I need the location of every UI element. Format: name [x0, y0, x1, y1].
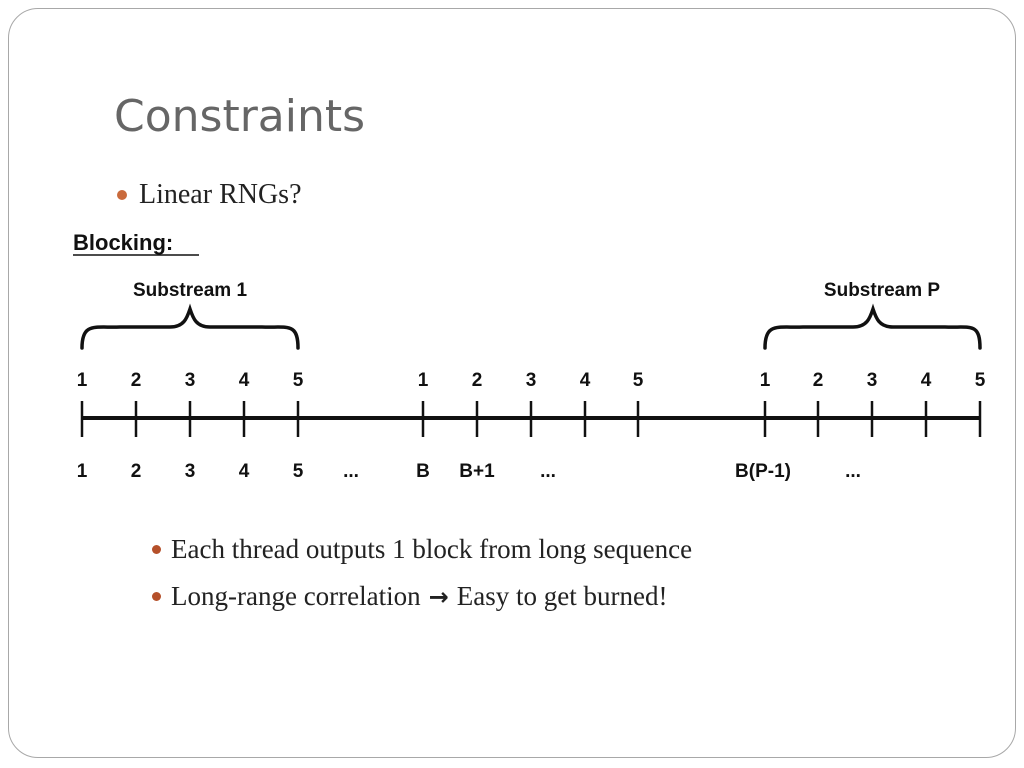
bottom-label: 1	[77, 461, 88, 482]
bottom-label-ellipsis: ...	[540, 461, 556, 482]
brace-label-substream-1: Substream 1	[133, 280, 247, 301]
sub-bullet-each-thread: Each thread outputs 1 block from long se…	[152, 534, 692, 565]
sub-bullet-text: Each thread outputs 1 block from long se…	[171, 534, 693, 564]
top-label: 3	[526, 370, 537, 391]
brace-label-substream-p: Substream P	[824, 280, 940, 301]
sub-bullet-long-range: Long-range correlation → Easy to get bur…	[152, 581, 667, 612]
top-label: 5	[975, 370, 986, 391]
bottom-label: 5	[293, 461, 304, 482]
slide-title: Constraints	[114, 91, 366, 142]
slide: Constraints Linear RNGs? Each thread out…	[8, 8, 1016, 758]
top-label: 1	[77, 370, 88, 391]
top-label: 2	[131, 370, 142, 391]
top-label: 5	[633, 370, 644, 391]
top-label: 2	[472, 370, 483, 391]
top-label: 3	[867, 370, 878, 391]
bullet-linear-rngs: Linear RNGs?	[117, 179, 302, 211]
bottom-label: 4	[239, 461, 250, 482]
brace-substream-1	[80, 303, 300, 350]
top-label: 3	[185, 370, 196, 391]
bottom-label-ellipsis: ...	[845, 461, 861, 482]
sequence-ticks	[80, 401, 982, 437]
top-label: 4	[239, 370, 250, 391]
bottom-label-ellipsis: ...	[343, 461, 359, 482]
right-arrow-icon: →	[428, 582, 449, 611]
top-label: 1	[418, 370, 429, 391]
top-label: 4	[921, 370, 932, 391]
bullet-dot-icon	[152, 545, 161, 554]
bullet-dot-icon	[152, 592, 161, 601]
bullet-text: Linear RNGs?	[139, 179, 302, 210]
diagram-heading: Blocking:	[73, 230, 173, 255]
bottom-label: B(P-1)	[735, 461, 791, 482]
brace-substream-p	[763, 303, 982, 350]
bottom-label: B	[416, 461, 430, 482]
bottom-label: 3	[185, 461, 196, 482]
top-label: 2	[813, 370, 824, 391]
bottom-label: 2	[131, 461, 142, 482]
sub-bullet-text: Long-range correlation	[171, 581, 421, 611]
bullet-dot-icon	[117, 190, 127, 200]
sub-bullet-text-after: Easy to get burned!	[456, 581, 668, 611]
bottom-label: B+1	[459, 461, 495, 482]
top-label: 4	[580, 370, 591, 391]
top-label: 1	[760, 370, 771, 391]
top-label: 5	[293, 370, 304, 391]
